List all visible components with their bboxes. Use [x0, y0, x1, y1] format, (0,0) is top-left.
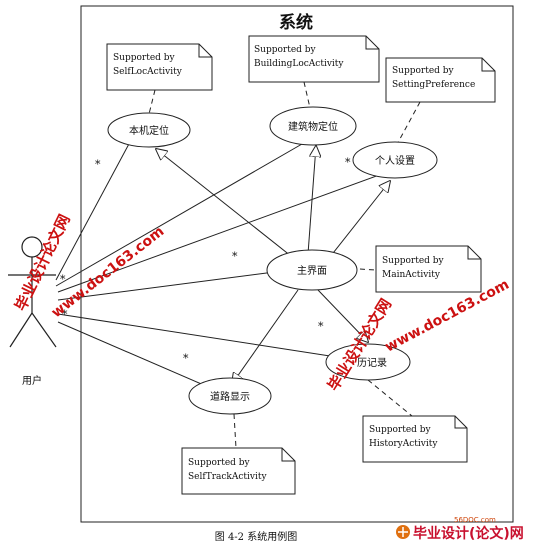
note-line: Supported by [113, 53, 176, 63]
use-case-label: 主界面 [297, 265, 327, 277]
note-line: Supported by [369, 425, 432, 435]
multiplicity-star: * [232, 250, 238, 263]
use-case-road-display [188, 377, 272, 415]
multiplicity-star: * [183, 352, 189, 365]
multiplicity-star: * [60, 273, 66, 286]
corner-logo-text: 毕业设计(论文)网 [413, 525, 524, 542]
note-line: Supported by [188, 458, 251, 468]
corner-prefix: 56DOC.com [454, 516, 496, 524]
note-line: SelfLocActivity [113, 67, 183, 77]
note-line: Supported by [382, 256, 445, 266]
note-line: Supported by [392, 66, 455, 76]
note-main: Supported by MainActivity [375, 245, 482, 293]
note-selftrack: Supported by SelfTrackActivity [181, 447, 296, 495]
watermark-site-b: www.doc163.com [49, 223, 168, 321]
note-settingpref: Supported by SettingPreference [385, 57, 496, 103]
note-line: Supported by [254, 45, 317, 55]
use-case-main-interface [266, 249, 358, 291]
system-boundary [80, 5, 514, 523]
note-buildingloc: Supported by BuildingLocActivity [248, 35, 380, 83]
use-case-label: 道路显示 [210, 390, 250, 403]
note-line: SettingPreference [392, 80, 475, 90]
system-title: 系统 [279, 12, 313, 33]
actor-user [8, 236, 57, 348]
use-case-local-locate [107, 112, 191, 148]
note-history: Supported by HistoryActivity [362, 415, 468, 463]
note-selfloc: Supported by SelfLocActivity [106, 43, 213, 91]
use-case-label: 历记录 [357, 357, 387, 369]
multiplicity-star: * [345, 156, 351, 169]
use-case-building-locate [269, 106, 357, 146]
multiplicity-star: * [62, 308, 68, 321]
multiplicity-star: * [318, 320, 324, 333]
note-line: HistoryActivity [369, 439, 438, 449]
corner-logo: 56DOC.com 毕业设计(论文)网 [396, 516, 524, 542]
use-case-label: 建筑物定位 [288, 120, 338, 133]
note-line: SelfTrackActivity [188, 472, 267, 482]
use-case-label: 个人设置 [375, 155, 415, 167]
main-generalizations [156, 146, 390, 384]
multiplicity-star: * [95, 158, 101, 171]
multiplicity-markers: * * * * * * * * [60, 120, 351, 365]
use-case-history-record [325, 343, 411, 381]
note-line: MainActivity [382, 270, 441, 280]
figure-caption: 图 4-2 系统用例图 [215, 530, 297, 543]
actor-associations [55, 141, 383, 387]
use-case-personal-settings [352, 141, 438, 179]
use-case-label: 本机定位 [129, 124, 169, 137]
actor-label: 用户 [22, 374, 42, 387]
note-line: BuildingLocActivity [254, 59, 344, 69]
note-connectors [147, 81, 421, 449]
